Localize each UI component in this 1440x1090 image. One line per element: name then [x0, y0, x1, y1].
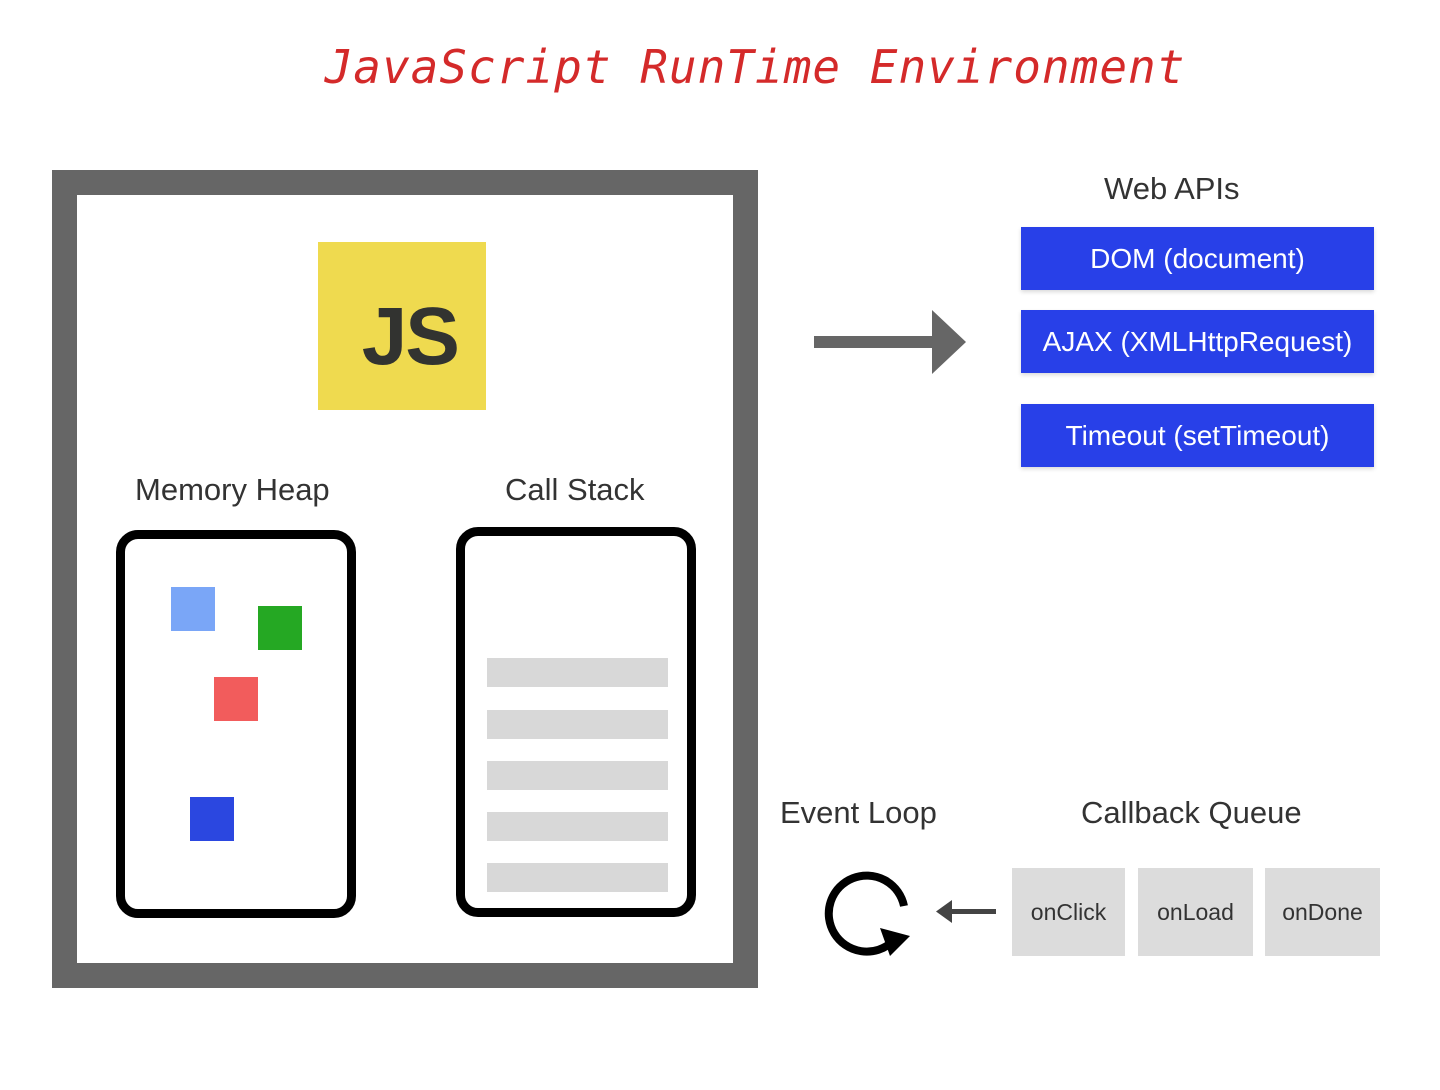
memory-heap-panel — [116, 530, 356, 918]
heap-object — [258, 606, 302, 650]
stack-frame — [487, 863, 668, 892]
event-loop-label: Event Loop — [780, 795, 937, 830]
heap-object — [214, 677, 258, 721]
memory-heap-label: Memory Heap — [135, 472, 330, 507]
refresh-loop-icon — [824, 871, 910, 956]
web-apis-label: Web APIs — [1104, 171, 1240, 206]
stack-frame — [487, 658, 668, 687]
web-api-timeout: Timeout (setTimeout) — [1021, 404, 1374, 467]
callback-queue-label: Callback Queue — [1081, 795, 1302, 830]
callback-queue-item: onDone — [1265, 868, 1380, 956]
stack-frame — [487, 812, 668, 841]
stack-frame — [487, 710, 668, 739]
heap-object — [171, 587, 215, 631]
stack-frame — [487, 761, 668, 790]
diagram-title: JavaScript RunTime Environment — [324, 40, 1186, 94]
callback-queue-item: onClick — [1012, 868, 1125, 956]
heap-object — [190, 797, 234, 841]
right-arrow-icon — [814, 310, 966, 374]
left-arrow-icon — [936, 900, 996, 923]
js-logo-text: JS — [361, 291, 460, 382]
call-stack-label: Call Stack — [505, 472, 645, 507]
web-api-dom: DOM (document) — [1021, 227, 1374, 290]
web-api-ajax: AJAX (XMLHttpRequest) — [1021, 310, 1374, 373]
callback-queue-item: onLoad — [1138, 868, 1253, 956]
js-logo: JS — [318, 242, 486, 410]
